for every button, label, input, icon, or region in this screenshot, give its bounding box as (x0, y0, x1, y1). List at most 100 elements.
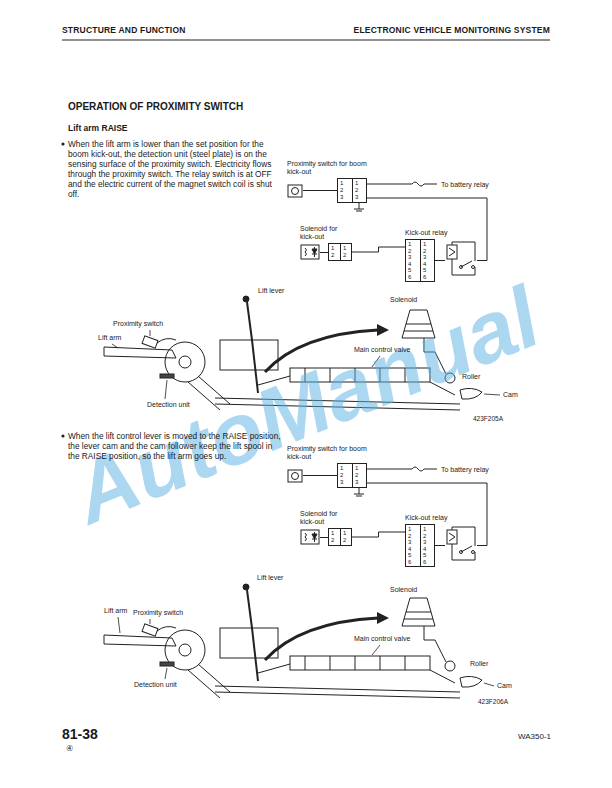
pin-number: 5 (408, 552, 411, 559)
component-name: Kick-out relay (405, 229, 477, 237)
wire (367, 469, 412, 470)
symbol-part (449, 533, 455, 541)
connector-divider (352, 179, 353, 202)
symbol-part (288, 470, 302, 482)
pin-number: 2 (355, 472, 358, 479)
fuse-symbol (412, 182, 424, 186)
part-label: Proximity switch (133, 609, 183, 617)
pin-number: 5 (408, 267, 411, 274)
solenoid (402, 310, 435, 338)
roller (445, 373, 455, 383)
pin-number: 1 (331, 245, 334, 252)
watermark: AutoManual (61, 271, 551, 539)
lift-arm (188, 376, 230, 410)
control-valve (290, 368, 430, 382)
part-label: Detection unit (134, 681, 177, 689)
spool-link (430, 382, 455, 395)
cab-floor (220, 340, 278, 370)
pin-number: 3 (408, 254, 411, 261)
wire-label: To battery relay (441, 180, 489, 189)
component-name: Proximity switch for boom kick-out (287, 160, 367, 176)
wire (320, 252, 328, 253)
sol-symbol (300, 529, 320, 545)
connector-divider (340, 529, 341, 545)
pin-number: 2 (423, 533, 426, 540)
pin-number: 2 (331, 252, 334, 259)
leader-line (150, 619, 151, 624)
symbol-part (452, 544, 475, 560)
symbol-part (305, 248, 307, 256)
cam (460, 388, 482, 399)
valve-sections (305, 368, 405, 382)
wire-line (352, 247, 405, 252)
bullet (61, 434, 64, 437)
pin-number: 3 (423, 539, 426, 546)
ground-symbol (354, 494, 364, 496)
part-label: Cam (497, 682, 512, 690)
pin-number: 2 (408, 533, 411, 540)
wire (367, 184, 412, 185)
pin-number: 6 (408, 274, 411, 281)
wire-connector (352, 247, 405, 252)
part-label: Main control valve (354, 346, 410, 354)
frame (215, 398, 460, 410)
part-label: Cam (503, 391, 518, 399)
component-name: Proximity switch for boom kick-out (287, 445, 367, 461)
figure-code: 423F206A (478, 698, 508, 706)
page-title: OPERATION OF PROXIMITY SWITCH (68, 101, 243, 113)
pin-number: 2 (355, 187, 358, 194)
symbol-part (460, 550, 463, 553)
leader-line (372, 356, 380, 367)
symbol-part (447, 245, 457, 259)
pin-number: 3 (355, 479, 358, 486)
part-label: Proximity switch (113, 320, 163, 328)
leader-line (165, 380, 167, 399)
figure-code: 423F205A (473, 415, 503, 423)
wire (435, 260, 445, 261)
symbol-part (288, 185, 302, 197)
pin-number: 2 (340, 187, 343, 194)
subheading: Lift arm RAISE (68, 123, 128, 133)
prox-symbol (287, 469, 303, 483)
ground-symbol (354, 209, 364, 211)
pin-number: 1 (343, 245, 346, 252)
switch-wire (157, 339, 176, 343)
solenoid-ribs (404, 324, 433, 331)
connector-row (405, 239, 477, 282)
symbol-part (447, 530, 457, 544)
symbol-part (449, 248, 455, 256)
symbol-part (314, 247, 315, 257)
revision-mark: ④ (66, 744, 73, 754)
pin-number: 1 (423, 526, 426, 533)
loader-illustration (104, 584, 482, 698)
pin-number: 1 (340, 465, 343, 472)
leader-line (150, 330, 151, 336)
pin-number: 2 (343, 252, 346, 259)
lever-knob (243, 296, 249, 302)
component-name: Solenoid for kick-out (300, 510, 352, 526)
part-label: Lift arm (98, 334, 121, 342)
relay-connector: Kick-out relay (405, 514, 477, 567)
leader-line (118, 617, 120, 633)
pin-number: 1 (408, 526, 411, 533)
leader-line (112, 344, 118, 348)
part-label: Roller (470, 660, 488, 668)
lift-arm (104, 347, 176, 358)
header-rule (62, 39, 550, 40)
ground-wire (359, 203, 360, 209)
pin-number: 4 (423, 546, 426, 553)
symbol-part (452, 527, 475, 546)
pin-number: 3 (340, 194, 343, 201)
leader-lines (112, 330, 500, 686)
fuse-symbol (412, 467, 424, 471)
pivot-pin (179, 356, 191, 368)
symbol-part (292, 187, 299, 194)
wire (435, 545, 445, 546)
part-label: Lift lever (258, 287, 284, 295)
body-text: When the lift control lever is moved to … (68, 431, 284, 461)
symbol-part (460, 265, 463, 268)
symbol-part (305, 533, 307, 541)
relay-symbol (445, 526, 477, 566)
pin-number: 6 (423, 274, 426, 281)
pin-number: 4 (408, 261, 411, 268)
